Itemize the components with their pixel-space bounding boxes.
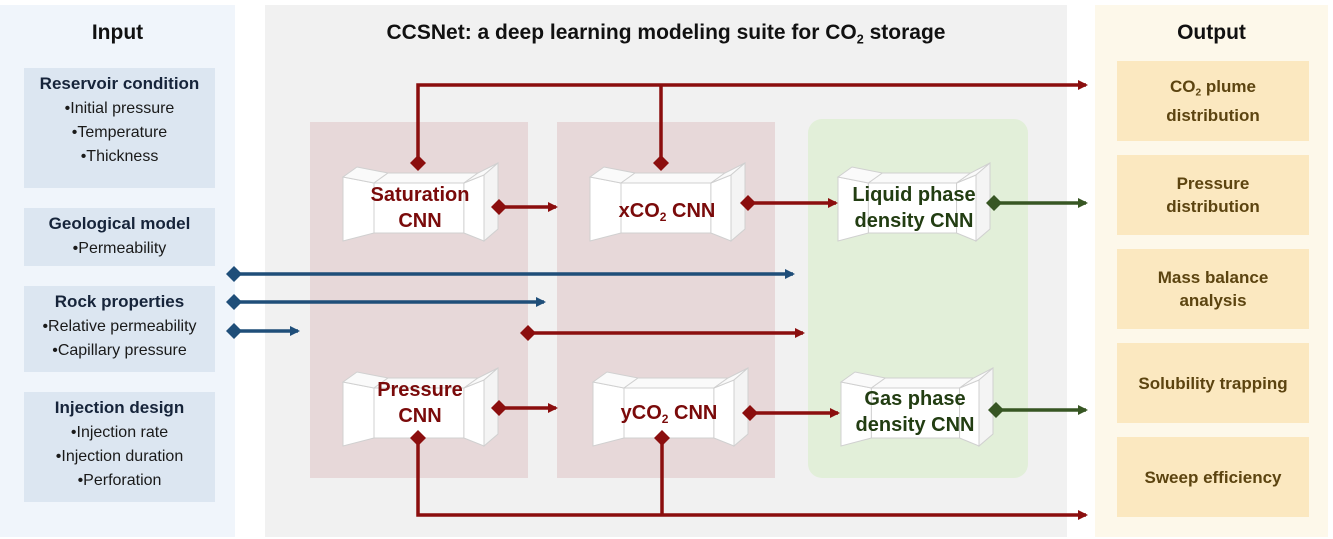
xco2-top-diamond (653, 155, 669, 171)
cnn-right-side (978, 366, 994, 448)
input-item: •Perforation (77, 472, 162, 489)
ccsnet-title: CCSNet: a deep learning modeling suite f… (386, 21, 946, 47)
input-group-geological-model: Geological model •Permeability (24, 208, 215, 266)
cnn-right-side (733, 366, 749, 448)
input-item: •Relative permeability (42, 318, 197, 335)
wire-to-co2-plume (416, 80, 1088, 163)
yco2-bottom-diamond (654, 430, 670, 446)
cnn-right-side (730, 161, 746, 243)
cnn-middle-face (620, 182, 712, 234)
input-title: Input (91, 21, 144, 44)
input-item: •Capillary pressure (52, 342, 187, 359)
input-item: •Thickness (80, 148, 159, 165)
input-group-heading: Reservoir condition (39, 74, 200, 93)
input-item: •Injection rate (70, 424, 169, 441)
pressure-bottom-diamond (410, 430, 426, 446)
gas-density-cnn-block (839, 366, 994, 448)
input-group-heading: Injection design (54, 398, 185, 417)
cnn-right-side (483, 161, 499, 243)
saturation-cnn-block (341, 161, 499, 243)
output-sweep-efficiency: Sweep efficiency (1117, 437, 1309, 517)
yco2-cnn-label: yCO2 CNN (620, 402, 718, 427)
input-item: •Permeability (72, 240, 167, 257)
input-group-heading: Rock properties (54, 292, 185, 311)
input-item: •Initial pressure (64, 100, 175, 117)
xco2-cnn-label: xCO2 CNN (618, 200, 716, 225)
cnn-middle-top (619, 172, 727, 184)
input-group-reservoir-condition: Reservoir condition •Initial pressure •T… (24, 68, 215, 188)
cnn-middle-face (867, 182, 958, 234)
cnn-right-side (483, 366, 499, 448)
output-title: Output (1177, 21, 1246, 44)
pressure-cnn-block (341, 366, 499, 448)
cnn-middle-face (870, 387, 961, 439)
input-group-injection-design: Injection design •Injection rate •Inject… (24, 392, 215, 502)
input-group-heading: Geological model (48, 214, 191, 233)
output-solubility-trapping: Solubility trapping (1117, 343, 1309, 423)
cnn-middle-face (373, 387, 465, 439)
input-item: •Injection duration (55, 448, 184, 465)
cnn-middle-top (622, 377, 730, 389)
cnn-middle-face (623, 387, 715, 439)
input-group-rock-properties: Rock properties •Relative permeability •… (24, 286, 215, 372)
wire-to-sweep-efficiency (416, 438, 1088, 520)
cnn-right-side (975, 161, 991, 243)
saturation-top-diamond (410, 155, 426, 171)
xco2-cnn-block (588, 161, 746, 243)
cnn-middle-face (373, 182, 465, 234)
input-item: •Temperature (71, 124, 168, 141)
liquid-density-cnn-block (836, 161, 991, 243)
yco2-cnn-block (591, 366, 749, 448)
